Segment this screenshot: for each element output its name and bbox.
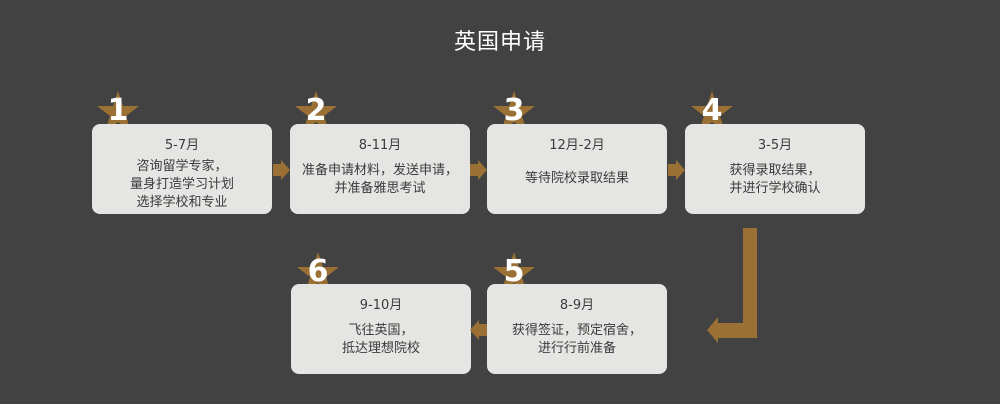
step-number: 4 xyxy=(701,93,723,128)
step-description-line: 并进行学校确认 xyxy=(729,181,821,196)
step-description-line: 准备申请材料，发送申请， xyxy=(301,163,458,178)
step-number: 5 xyxy=(503,254,525,289)
step-description-line: 量身打造学习计划 xyxy=(129,177,234,192)
step-description-line: 咨询留学专家， xyxy=(136,159,228,174)
star-icon xyxy=(295,91,337,132)
star-icon xyxy=(493,252,535,293)
step-description: 飞往英国， 抵达理想院校 xyxy=(295,322,467,358)
step-6-badge: 6 xyxy=(296,251,340,295)
step-date: 12月-2月 xyxy=(549,138,605,153)
step-date: 5-7月 xyxy=(164,138,200,153)
step-card-6: 9-10月 飞往英国， 抵达理想院校 xyxy=(291,284,471,374)
step-description-line: 飞往英国， xyxy=(348,323,414,338)
step-card-2: 8-11月 准备申请材料，发送申请， 并准备雅思考试 xyxy=(290,124,470,214)
arrow-left-icon xyxy=(470,320,487,340)
step-2-badge: 2 xyxy=(294,90,338,134)
step-description: 获得录取结果， 并进行学校确认 xyxy=(689,162,861,198)
step-card-3: 12月-2月 等待院校录取结果 xyxy=(487,124,667,214)
connector-arrow-icon xyxy=(707,228,757,343)
step-description-line: 获得录取结果， xyxy=(729,163,821,178)
step-4-badge: 4 xyxy=(690,90,734,134)
step-number: 3 xyxy=(503,93,525,128)
step-date: 8-11月 xyxy=(358,138,402,153)
step-description-line: 进行行前准备 xyxy=(537,341,616,356)
step-date: 3-5月 xyxy=(757,138,793,153)
arrow-right-icon xyxy=(273,160,290,180)
step-description: 准备申请材料，发送申请， 并准备雅思考试 xyxy=(294,162,466,198)
step-description-line: 抵达理想院校 xyxy=(341,341,420,356)
step-description: 咨询留学专家， 量身打造学习计划 选择学校和专业 xyxy=(96,158,268,212)
page-title: 英国申请 xyxy=(453,30,546,55)
arrow-right-icon xyxy=(668,160,685,180)
step-card-1: 5-7月 咨询留学专家， 量身打造学习计划 选择学校和专业 xyxy=(92,124,272,214)
arrow-right-icon xyxy=(470,160,487,180)
step-card-4: 3-5月 获得录取结果， 并进行学校确认 xyxy=(685,124,865,214)
step-number: 6 xyxy=(307,254,329,289)
step-number: 2 xyxy=(305,93,327,128)
step-description-line: 并准备雅思考试 xyxy=(334,181,426,196)
step-description-line: 获得签证，预定宿舍， xyxy=(511,323,642,338)
step-description: 等待院校录取结果 xyxy=(491,170,663,188)
star-icon xyxy=(691,91,733,132)
star-icon xyxy=(297,252,339,293)
step-description-line: 选择学校和专业 xyxy=(136,195,228,210)
step-date: 8-9月 xyxy=(559,298,595,313)
step-card-5: 8-9月 获得签证，预定宿舍， 进行行前准备 xyxy=(487,284,667,374)
step-number: 1 xyxy=(107,93,129,128)
star-icon xyxy=(493,91,535,132)
step-date: 9-10月 xyxy=(359,298,403,313)
step-5-badge: 5 xyxy=(492,251,536,295)
step-1-badge: 1 xyxy=(96,90,140,134)
star-icon xyxy=(97,91,139,132)
step-3-badge: 3 xyxy=(492,90,536,134)
step-description-line: 等待院校录取结果 xyxy=(524,171,629,186)
step-description: 获得签证，预定宿舍， 进行行前准备 xyxy=(491,322,663,358)
